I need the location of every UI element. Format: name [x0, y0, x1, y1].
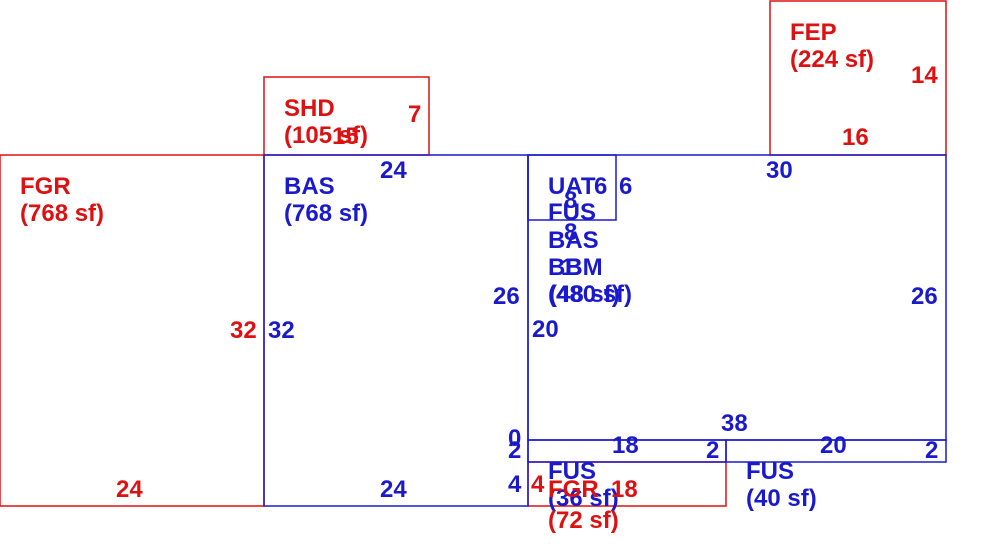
fus-left-dim-side: 4: [508, 471, 522, 498]
fep-area-label: (224 sf): [790, 46, 874, 73]
uat-dim-side-b: 8: [564, 219, 577, 246]
fus-left-area-label: (36 sf): [548, 485, 619, 512]
bbm-dim-inner-left: 20: [532, 316, 559, 343]
uat-attic-outline: [527, 154, 617, 221]
shd-dim-bottom: 15: [332, 123, 359, 150]
overlap-digit-one: 1: [561, 254, 574, 281]
overlap-letter-b: B: [565, 254, 582, 281]
uat-code-label: UAT: [548, 173, 596, 200]
fus-right-dim-depth: 2: [925, 437, 938, 464]
fep-dim-right: 14: [911, 62, 938, 89]
bbm-dim-right: 26: [911, 283, 938, 310]
fgr-small-dim-side: 4: [531, 471, 545, 498]
bas-area-label: (768 sf): [284, 200, 368, 227]
bbm-dim-bottom: 38: [721, 410, 748, 437]
fus-left-dim-width: 18: [612, 432, 639, 459]
bas-dim-top: 24: [380, 157, 407, 184]
shd-code-label: SHD: [284, 95, 335, 122]
fep-code-label: FEP: [790, 19, 837, 46]
overlap-area-label: (48 sf): [549, 281, 620, 308]
uat-dim-outer: 6: [619, 173, 632, 200]
fgr-small-code-label: FGR: [548, 476, 599, 503]
fus-right-dim-width: 20: [820, 432, 847, 459]
uat-dim-inner: 6: [594, 173, 607, 200]
fus-left-dim-depth: 2: [706, 437, 719, 464]
fgr-small-dim-width: 18: [611, 476, 638, 503]
fus-right-area-label: (40 sf): [746, 485, 817, 512]
fep-dim-bottom: 16: [842, 124, 869, 151]
shd-area-label: (105 sf): [284, 122, 368, 149]
bbm-area-label: (480 sf): [548, 281, 632, 308]
fus-right-strip-outline: [725, 439, 947, 463]
fgr-area-label: (768 sf): [20, 200, 104, 227]
bas-dim-bottom: 24: [380, 476, 407, 503]
bbm-dim-zero: 0: [508, 425, 521, 452]
bbm-dim-two: 2: [508, 437, 521, 464]
bbm-dim-left: 26: [493, 283, 520, 310]
shd-dim-right: 7: [408, 101, 421, 128]
bas-dim-left: 32: [268, 317, 295, 344]
bas-code-label: BAS: [284, 173, 335, 200]
fgr-small-area-label: (72 sf): [548, 507, 619, 534]
fgr-dim-bottom: 24: [116, 476, 143, 503]
fgr-dim-right: 32: [230, 317, 257, 344]
fus-stack-code-label: FUS: [548, 199, 596, 226]
fus-right-code-label: FUS: [746, 458, 794, 485]
bbm-dim-top: 30: [766, 157, 793, 184]
fus-left-code-label: FUS: [548, 458, 596, 485]
bas-stack-code-label: BAS: [548, 227, 599, 254]
bbm-code-label: BBM: [548, 254, 603, 281]
fgr-code-label: FGR: [20, 173, 71, 200]
uat-dim-side-a: 8: [564, 187, 577, 214]
